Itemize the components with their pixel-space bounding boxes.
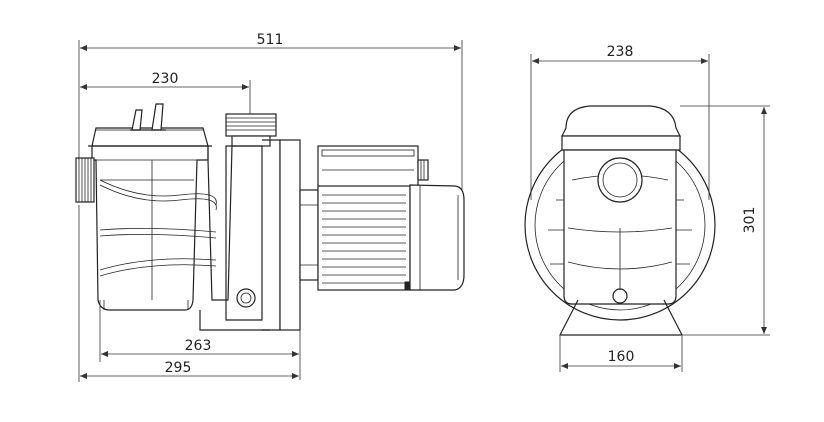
outlet-thread — [225, 113, 277, 147]
front-outlet — [597, 157, 643, 203]
inlet-thread — [75, 157, 95, 203]
dim-strainer-to-outlet: 230 — [80, 71, 251, 114]
dim-width: 238 — [530, 44, 710, 200]
dim-label-230: 230 — [152, 71, 179, 87]
dim-label-295: 295 — [165, 360, 192, 376]
fan-cover — [409, 184, 465, 291]
dim-base-length: 263 — [99, 300, 301, 380]
motor-flange — [279, 139, 319, 331]
volute-casing — [199, 139, 281, 331]
front-view — [524, 105, 716, 336]
terminal-box — [317, 145, 429, 187]
dim-height: 301 — [680, 105, 770, 336]
strainer-housing — [91, 146, 217, 311]
dim-label-263: 263 — [185, 338, 212, 354]
dim-label-238: 238 — [607, 44, 634, 60]
dim-label-511: 511 — [257, 32, 284, 48]
side-view — [75, 103, 465, 331]
front-base — [559, 299, 683, 336]
front-basket — [548, 149, 692, 305]
strainer-lid — [88, 103, 212, 147]
dim-label-301: 301 — [742, 207, 758, 234]
motor-body — [317, 184, 414, 291]
front-lid — [561, 105, 681, 151]
dim-label-160: 160 — [608, 349, 635, 365]
dim-overall-length: 511 — [78, 32, 463, 190]
drain-plug — [612, 288, 628, 304]
dim-base-width: 160 — [559, 336, 683, 372]
dim-pump-length: 295 — [78, 205, 299, 382]
